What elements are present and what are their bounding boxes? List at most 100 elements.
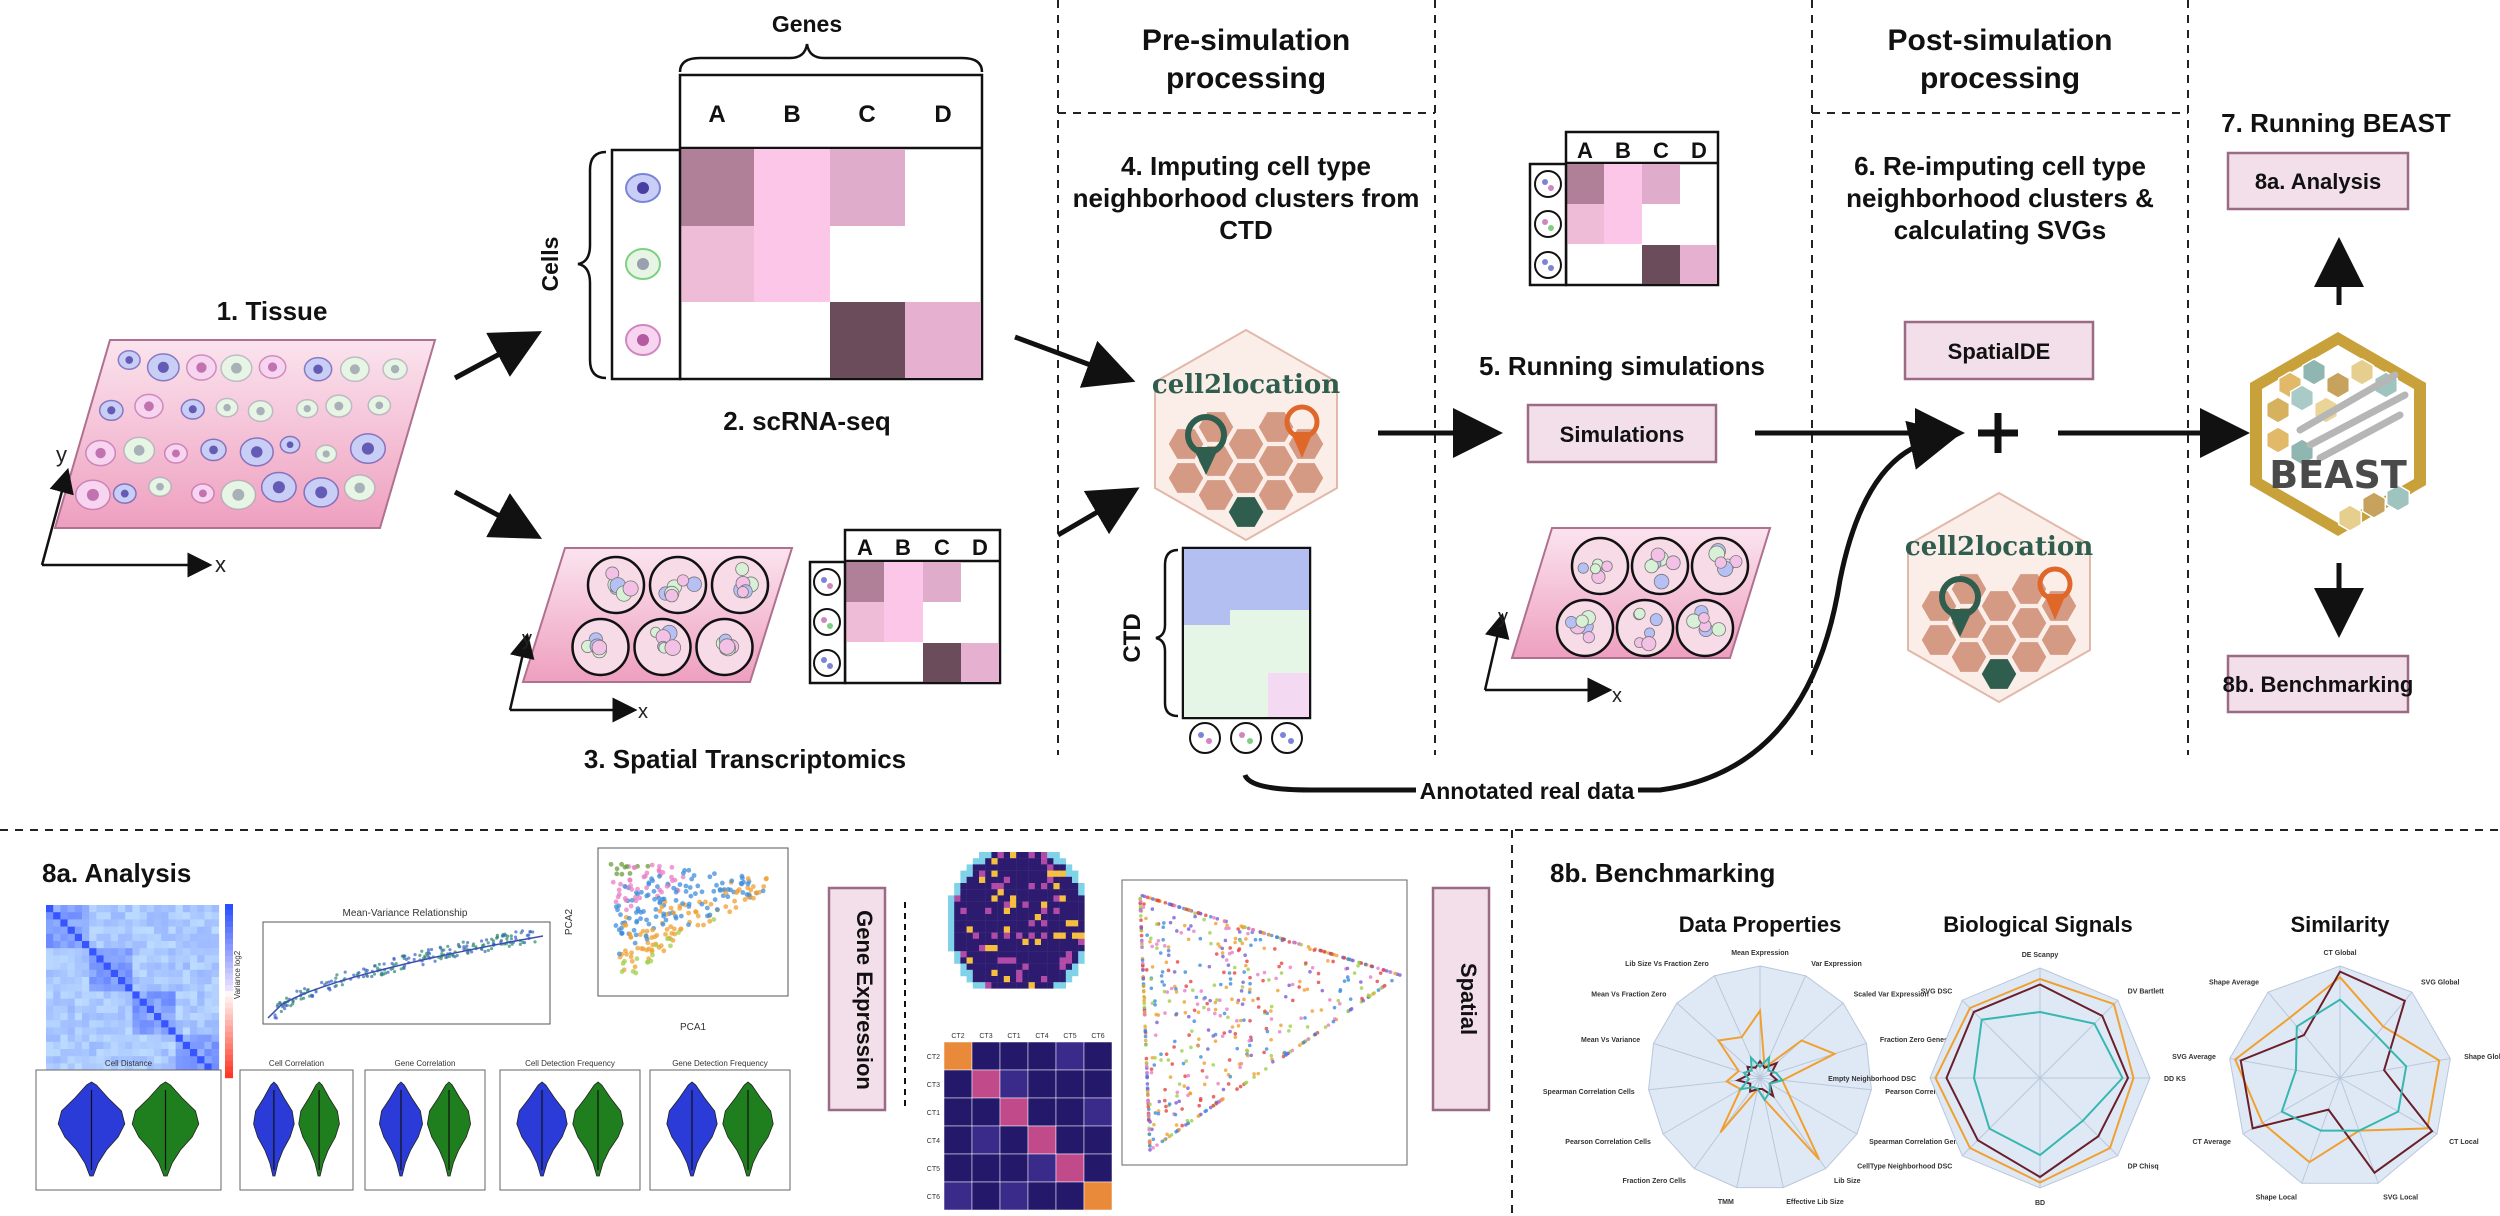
radar-axis-label: BD bbox=[2035, 1200, 2045, 1207]
spatial-col-a: A bbox=[857, 535, 873, 560]
scrna-matrix bbox=[610, 73, 984, 381]
sim-spatial-axes: x y bbox=[1483, 606, 1622, 707]
genes-label: Genes bbox=[772, 11, 842, 37]
tissue-title: 1. Tissue bbox=[217, 296, 328, 326]
radar-axis-label: Shape Average bbox=[2209, 979, 2259, 986]
plus-icon bbox=[1978, 413, 2018, 453]
spatial-tab bbox=[1431, 886, 1491, 1112]
sim-spatial-tissue bbox=[1510, 527, 1772, 659]
imputing-line2: neighborhood clusters from bbox=[1073, 183, 1420, 213]
benchmarking-box bbox=[2226, 654, 2410, 714]
ctd-matrix bbox=[1181, 546, 1312, 720]
radar-axis-label: Lib Size Vs Fraction Zero bbox=[1625, 961, 1709, 968]
imputing-line1: 4. Imputing cell type bbox=[1121, 151, 1371, 181]
spatial-tissue bbox=[521, 547, 794, 683]
radar-axis-label: SVG Average bbox=[2172, 1054, 2216, 1061]
radar-axis-label: Spearman Correlation Genes bbox=[1869, 1139, 1966, 1146]
radar-axis-label: Shape Global bbox=[2464, 1054, 2500, 1061]
heatmap-row-label: CT1 bbox=[927, 1110, 940, 1117]
cells-label: Cells bbox=[537, 237, 563, 292]
mv-title: Mean-Variance Relationship bbox=[343, 908, 468, 919]
heatmap-col-label: CT1 bbox=[1007, 1033, 1020, 1040]
tissue-axis-x: x bbox=[215, 552, 226, 577]
radar-axis-label: Effective Lib Size bbox=[1786, 1199, 1844, 1206]
radar-title-biological-signals: Biological Signals bbox=[1943, 912, 2132, 937]
post-sim-header-line2: processing bbox=[1920, 62, 2080, 95]
map-pin-icon bbox=[1939, 576, 1981, 637]
spatial-col-c: C bbox=[934, 535, 950, 560]
heatmap-row-label: CT6 bbox=[927, 1194, 940, 1201]
annotated-label-bg bbox=[1416, 774, 1638, 808]
pca-xlabel: PCA1 bbox=[680, 1022, 707, 1033]
post-sim-header-line1: Post-simulation bbox=[1887, 24, 2112, 57]
map-pin-icon bbox=[1185, 414, 1227, 475]
radar-axis-label: Pearson Correlation Genes bbox=[1885, 1089, 1975, 1096]
scrna-title: 2. scRNA-seq bbox=[723, 406, 891, 436]
pca-ylabel: PCA2 bbox=[564, 909, 575, 936]
cells-brace bbox=[577, 150, 607, 380]
bottom-bench-title: 8b. Benchmarking bbox=[1550, 858, 1775, 888]
arrow-tissue-to-scrna bbox=[453, 331, 543, 381]
imputing-line3: CTD bbox=[1219, 215, 1272, 245]
spatial-axes: x y bbox=[508, 628, 648, 723]
beast-logo: BEAST bbox=[2250, 332, 2426, 536]
radar-axis-label: Mean Vs Fraction Zero bbox=[1591, 992, 1666, 999]
radar-axis-label: CT Global bbox=[2323, 950, 2356, 957]
cell2location-logo-2: cell2location bbox=[1905, 491, 2093, 704]
running-beast-title: 7. Running BEAST bbox=[2221, 108, 2451, 138]
radar-axis-label: Scaled Var Expression bbox=[1854, 992, 1929, 999]
reimputing-line2: neighborhood clusters & bbox=[1846, 183, 2154, 213]
spatial-tab-label: Spatial bbox=[1456, 963, 1481, 1035]
radar-title-similarity: Similarity bbox=[2290, 912, 2390, 937]
radar-axis-label: Fraction Zero Cells bbox=[1623, 1178, 1687, 1185]
mean-variance-panel: Mean-Variance Relationship Variance log2 bbox=[233, 908, 551, 1025]
sim-col-d: D bbox=[1691, 138, 1707, 163]
radar-axis-label: Pearson Correlation Cells bbox=[1565, 1139, 1651, 1146]
heatmap-col-label: CT2 bbox=[951, 1033, 964, 1040]
radar-axis-label: SVG Local bbox=[2383, 1194, 2418, 1201]
radar-axis-label: Mean Expression bbox=[1731, 950, 1789, 957]
radar-axis-label: Mean Vs Variance bbox=[1581, 1037, 1640, 1044]
radar-axis-label: Fraction Zero Genes bbox=[1880, 1037, 1948, 1044]
radar-axis-label: Spearman Correlation Cells bbox=[1543, 1089, 1635, 1096]
radar-axis-label: DV Bartlett bbox=[2128, 988, 2165, 995]
spatial-title: 3. Spatial Transcriptomics bbox=[584, 744, 906, 774]
radar-axis-label: Var Expression bbox=[1811, 961, 1862, 968]
sim-axis-y: y bbox=[1498, 606, 1508, 628]
scrna-col-d: D bbox=[934, 101, 951, 128]
genes-brace bbox=[678, 43, 984, 73]
violin-title: Cell Distance bbox=[105, 1059, 153, 1068]
radar-axis-label: TMM bbox=[1718, 1199, 1734, 1206]
tissue-illustration bbox=[53, 339, 437, 529]
cell2location-logo-1: cell2location bbox=[1152, 328, 1340, 542]
heatmap-row-label: CT2 bbox=[927, 1054, 940, 1061]
gene-expression-tab bbox=[827, 886, 887, 1112]
sim-matrix bbox=[1528, 130, 1720, 287]
annotated-real-data-label: Annotated real data bbox=[1420, 778, 1635, 804]
heatmap-col-label: CT5 bbox=[1063, 1033, 1076, 1040]
heatmap-row-label: CT5 bbox=[927, 1166, 940, 1173]
scrna-cell-icons bbox=[625, 173, 661, 356]
simplex-scatter-panel bbox=[1121, 879, 1408, 1166]
radar-axis-label: CT Average bbox=[2192, 1139, 2230, 1146]
spatial-matrix bbox=[808, 528, 1002, 685]
spatialde-box-label: SpatialDE bbox=[1948, 339, 2051, 364]
mv-ylabel: Variance log2 bbox=[233, 950, 242, 999]
radar-title-data-properties: Data Properties bbox=[1679, 912, 1842, 937]
ctd-brace bbox=[1155, 548, 1179, 718]
pca-panel: PCA1 PCA2 bbox=[564, 847, 789, 1033]
violin-title: Gene Correlation bbox=[395, 1059, 456, 1068]
arrow-spatial-to-c2l bbox=[1056, 487, 1140, 538]
tissue-axis-y: y bbox=[56, 442, 67, 467]
sim-col-a: A bbox=[1577, 138, 1593, 163]
tissue-axes: x y bbox=[40, 442, 226, 578]
pre-sim-header-line1: Pre-simulation bbox=[1142, 24, 1350, 57]
reimputing-line1: 6. Re-imputing cell type bbox=[1854, 151, 2146, 181]
radar-axis-label: CT Local bbox=[2449, 1139, 2479, 1146]
